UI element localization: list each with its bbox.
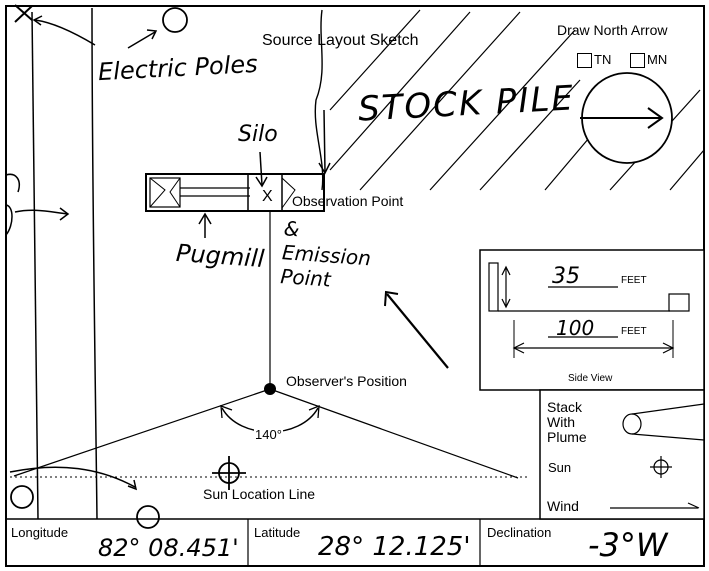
height-value: 35 — [552, 264, 580, 289]
legend-box — [539, 389, 705, 520]
tn-label: TN — [594, 52, 612, 67]
road-line-left — [31, 11, 39, 520]
observation-point-label: Observation Point — [292, 193, 404, 209]
mn-box[interactable] — [630, 53, 645, 69]
sketch-title: Source Layout Sketch — [262, 32, 419, 49]
sun-icon — [650, 456, 672, 478]
distance-value: 100 — [556, 316, 595, 340]
side-view-box — [479, 249, 705, 391]
tn-checkbox[interactable]: TN — [577, 52, 612, 69]
x-mark: X — [262, 188, 273, 205]
mn-label: MN — [647, 52, 668, 67]
north-arrow-label: Draw North Arrow — [557, 22, 668, 38]
sun-location-line-label: Sun Location Line — [203, 486, 316, 502]
stockpile-boundary — [314, 9, 324, 191]
road-line-right — [91, 7, 98, 520]
silo-label: Silo — [238, 122, 278, 147]
pole-x-top-left — [14, 4, 33, 23]
latitude-value: 28° 12.125' — [318, 532, 471, 562]
emission-point-label: & Emission Point — [279, 216, 372, 292]
declination-value: -3°W — [588, 526, 668, 564]
declination-label: Declination — [487, 525, 552, 540]
mn-checkbox[interactable]: MN — [630, 52, 668, 69]
pugmill-structure — [145, 173, 325, 212]
distance-unit: FEET — [621, 326, 647, 337]
sun-legend-label: Sun — [548, 460, 572, 475]
pole-circle-top — [162, 7, 188, 33]
pole-circle-bottom — [136, 505, 160, 529]
angle-label: 140° — [254, 427, 283, 442]
sun-icon-sketch — [212, 456, 246, 490]
latitude-label: Latitude — [254, 525, 301, 540]
stack-plume-label: Stack With Plume — [547, 399, 587, 445]
height-unit: FEET — [621, 275, 647, 286]
side-view-label: Side View — [568, 373, 613, 384]
stack-plume-icon — [622, 403, 705, 441]
wind-arrow-icon — [610, 502, 700, 509]
observers-position-label: Observer's Position — [286, 373, 407, 389]
wind-legend-label: Wind — [547, 498, 579, 514]
longitude-label: Longitude — [11, 525, 69, 540]
pole-circle-bottom-left — [10, 485, 34, 509]
tn-box[interactable] — [577, 53, 592, 69]
wind-arrow-sketch — [386, 293, 449, 369]
longitude-value: 82° 08.451' — [98, 534, 239, 562]
